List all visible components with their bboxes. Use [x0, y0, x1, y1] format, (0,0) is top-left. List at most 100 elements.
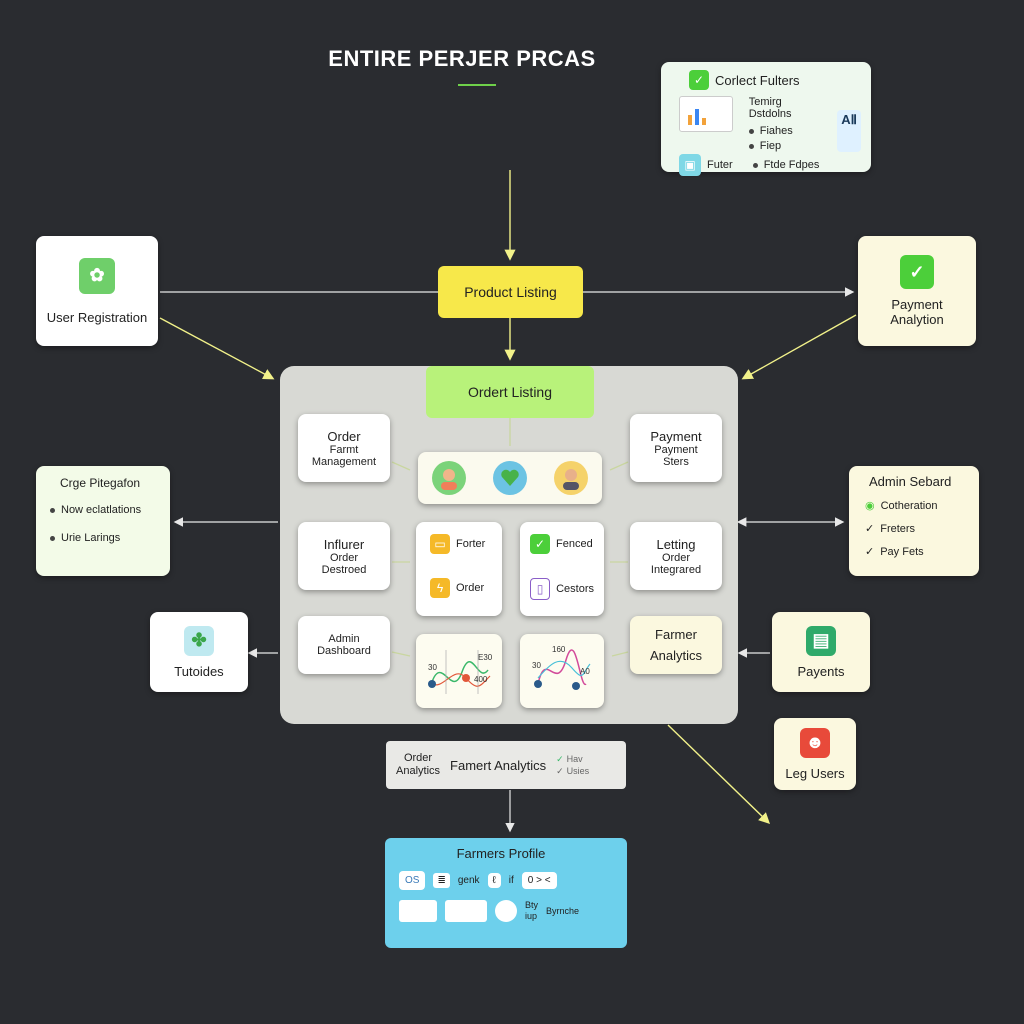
influencer-title: Influrer — [323, 536, 365, 552]
user-circle-icon — [495, 900, 517, 922]
farmer-analytics-node[interactable]: Farmer Analytics — [630, 616, 722, 674]
clover-icon: ✤ — [184, 625, 214, 656]
influencer-node[interactable]: Influrer Order Destroed — [298, 522, 390, 590]
influencer-line2: Destroed — [321, 563, 367, 576]
payment-inner-line1: Payment — [654, 443, 698, 456]
tutoides-node[interactable]: ✤ Tutoides — [150, 612, 248, 692]
admin-sebard-item-2: Freters — [880, 522, 916, 535]
check-icon: ✓ — [556, 754, 564, 764]
check-icon: ✓ — [689, 70, 709, 90]
letting-node[interactable]: Letting Order Integrared — [630, 522, 722, 590]
payents-label: Payents — [797, 663, 845, 679]
forter-order-box[interactable]: ▭ Forter ϟ Order — [416, 522, 502, 616]
order-analytics-l1: Order — [403, 752, 433, 764]
crge-title: Crge Pitegafon — [60, 476, 141, 490]
card-icon-2 — [445, 900, 487, 922]
order-listing-node[interactable]: Ordert Listing — [426, 366, 594, 418]
crge-node[interactable]: Crge Pitegafon Now eclatlations Urie Lar… — [36, 466, 170, 576]
check-icon: ✓ — [865, 546, 875, 558]
fp-genk: genk — [457, 875, 480, 886]
mini-chart-1-plot: 30 E30 400 — [428, 650, 493, 694]
page-title: ENTIRE PERJER PRCAS — [328, 46, 596, 71]
chart1-label-l: 30 — [428, 663, 437, 672]
chart2-label-t: 160 — [552, 645, 566, 654]
fp-byrnche: Byrnche — [546, 906, 580, 916]
admin-sebard-title: Admin Sebard — [869, 474, 952, 489]
ai-badge: AⅡ — [837, 110, 861, 152]
card-icon — [399, 900, 437, 922]
cog-icon: ◉ — [865, 500, 875, 512]
chat-icon: ℓ — [487, 873, 501, 888]
order-analytics-bar[interactable]: Order Analytics Famert Analytics ✓Hav ✓U… — [386, 741, 626, 789]
cestors-label: Cestors — [556, 583, 594, 595]
admin-sebard-item-3: Pay Fets — [880, 545, 924, 558]
letting-line2: Integrared — [650, 563, 702, 576]
letting-title: Letting — [656, 536, 696, 552]
admin-sebard-item-1: Cotheration — [880, 499, 938, 512]
filters-item-1: Fiahes — [759, 125, 793, 137]
order-mgmt-title: Order — [327, 428, 361, 444]
avatar-1 — [431, 461, 466, 495]
payment-inner-node[interactable]: Payment Payment Sters — [630, 414, 722, 482]
leg-users-node[interactable]: ☻ Leg Users — [774, 718, 856, 790]
user-registration-icon: ✿ — [79, 257, 115, 294]
mini-chart-2: 160 30 A0 — [520, 634, 604, 708]
fp-bty: Bty — [525, 900, 539, 910]
order-analytics-r1: Hav — [566, 754, 583, 764]
filters-futer: Futer — [707, 159, 733, 171]
arrow-user-to-panel — [159, 317, 275, 380]
farmers-profile-title: Farmers Profile — [456, 846, 546, 861]
chart2-label-r: A0 — [580, 667, 590, 676]
payment-analytion-label-1: Payment — [891, 297, 943, 312]
fp-code-chip: 0 > < — [521, 872, 557, 889]
admin-dashboard-node[interactable]: Admin Dashboard — [298, 616, 390, 674]
order-listing-label: Ordert Listing — [467, 384, 553, 400]
doc-icon: ≣ — [433, 873, 450, 888]
avatar-3 — [554, 461, 589, 495]
influencer-line1: Order — [329, 551, 359, 564]
tag-icon: ▭ — [430, 534, 450, 554]
payment-analytion-node[interactable]: ✓ Payment Analytion — [858, 236, 976, 346]
order-analytics-center: Famert Analytics — [450, 757, 547, 773]
payents-node[interactable]: ▤ Payents — [772, 612, 870, 692]
chart1-label-r: E30 — [478, 653, 493, 662]
check-icon: ✓ — [530, 534, 550, 554]
product-listing-node[interactable]: Product Listing — [438, 266, 583, 318]
filters-subtitle: Temirg Dstdolns — [748, 96, 792, 120]
order-management-node[interactable]: Order Farmt Management — [298, 414, 390, 482]
filters-card[interactable]: ✓ Corlect Fulters Temirg Dstdolns Fiahes… — [661, 62, 871, 176]
user-registration-node[interactable]: ✿ User Registration — [36, 236, 158, 346]
payment-inner-title: Payment — [650, 428, 702, 444]
product-listing-label: Product Listing — [464, 284, 557, 300]
mini-chart-2-plot: 160 30 A0 — [532, 645, 591, 690]
fp-os-chip: OS — [399, 871, 426, 890]
payment-inner-line2: Sters — [663, 455, 689, 468]
filters-item-2: Fiep — [759, 140, 782, 152]
phone-icon: ▯ — [530, 578, 551, 600]
monitor-icon — [679, 96, 733, 132]
admin-sebard-node[interactable]: Admin Sebard ◉ Cotheration ✓ Freters ✓ Pay … — [849, 466, 979, 576]
check-icon: ✓ — [865, 523, 875, 535]
fenced-box[interactable]: ✓ Fenced ▯ Cestors — [520, 522, 604, 616]
fenced-label: Fenced — [556, 538, 593, 550]
order-small-label: Order — [456, 582, 485, 594]
payment-analytion-label-2: Analytion — [890, 312, 944, 327]
forter-label: Forter — [456, 538, 486, 550]
filters-title: Corlect Fulters — [715, 72, 800, 88]
leg-users-label: Leg Users — [785, 765, 845, 781]
order-mgmt-line2: Management — [311, 455, 377, 468]
avatars-row — [418, 452, 602, 504]
farmers-profile-node[interactable]: Farmers Profile OS ≣ genk ℓ if 0 > < Bty… — [385, 838, 627, 948]
farmer-analytics-l2: Analytics — [649, 648, 703, 663]
crge-item-1: Now eclatlations — [61, 504, 142, 516]
user-icon: ☻ — [800, 727, 830, 758]
avatar-2 — [492, 461, 527, 495]
check-icon: ✓ — [556, 766, 564, 776]
chart1-label-b: 400 — [474, 675, 488, 684]
arrow-panel-to-bottomright — [667, 724, 771, 824]
filters-item-3: Ftde Fdpes — [763, 159, 820, 171]
crge-item-2: Urie Larings — [61, 532, 121, 544]
image-icon: ▣ — [679, 154, 701, 176]
admin-dashboard-l2: Dashboard — [317, 645, 371, 657]
bolt-icon: ϟ — [430, 578, 450, 598]
